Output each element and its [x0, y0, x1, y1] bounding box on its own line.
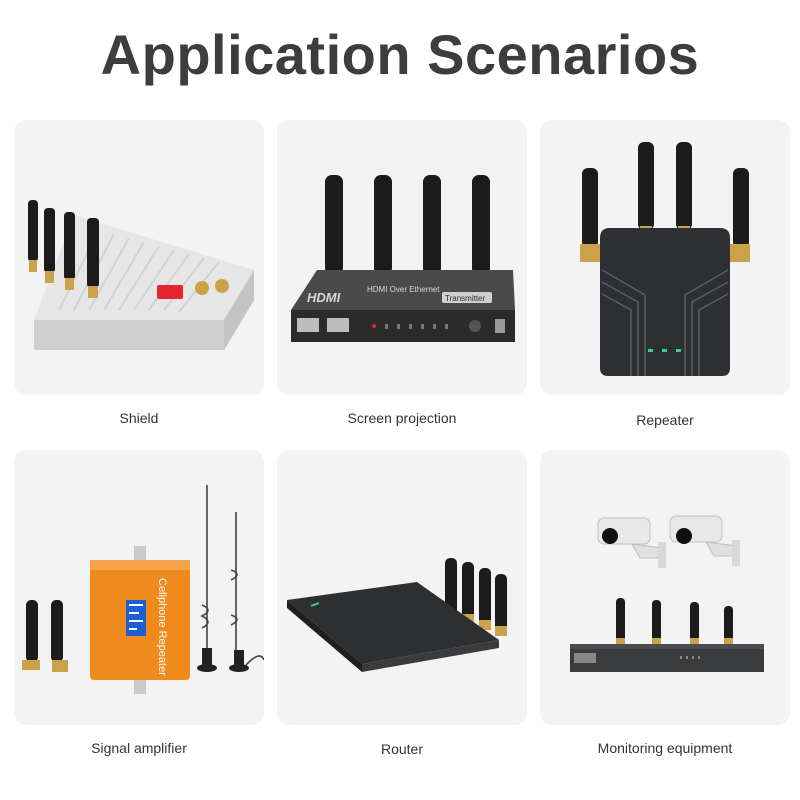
cellphone-repeater-icon: Cellphone Repeater [22, 485, 264, 694]
scenario-card-router[interactable] [277, 450, 527, 725]
page-title: Application Scenarios [100, 23, 700, 86]
hdmi-extender-icon: HDMI HDMI Over Ethernet Transmitter [291, 175, 515, 342]
scenario-card-repeater[interactable] [540, 120, 790, 395]
scenario-label-router: Router [380, 741, 424, 757]
router-icon [287, 558, 507, 672]
scenario-card-shield[interactable] [14, 120, 264, 395]
scenario-label-signal-amplifier: Signal amplifier [91, 740, 187, 756]
security-camera-nvr-icon [570, 515, 764, 672]
signal-shield-device-icon [28, 200, 254, 350]
scenario-label-shield: Shield [119, 410, 159, 426]
scenario-card-monitoring-equipment[interactable] [540, 450, 790, 725]
hdmi-device-badge: Transmitter [445, 294, 485, 303]
hdmi-logo: HDMI [307, 290, 341, 305]
hdmi-device-title: HDMI Over Ethernet [367, 285, 440, 294]
scenario-label-monitoring-equipment: Monitoring equipment [597, 740, 733, 756]
scenario-label-screen-projection: Screen projection [347, 410, 457, 426]
scenario-card-signal-amplifier[interactable]: Cellphone Repeater [14, 450, 264, 725]
scenario-label-repeater: Repeater [636, 412, 694, 428]
scenario-card-screen-projection[interactable]: HDMI HDMI Over Ethernet Transmitter [277, 120, 527, 395]
amplifier-label: Cellphone Repeater [156, 578, 168, 676]
wifi-repeater-icon [580, 142, 750, 376]
